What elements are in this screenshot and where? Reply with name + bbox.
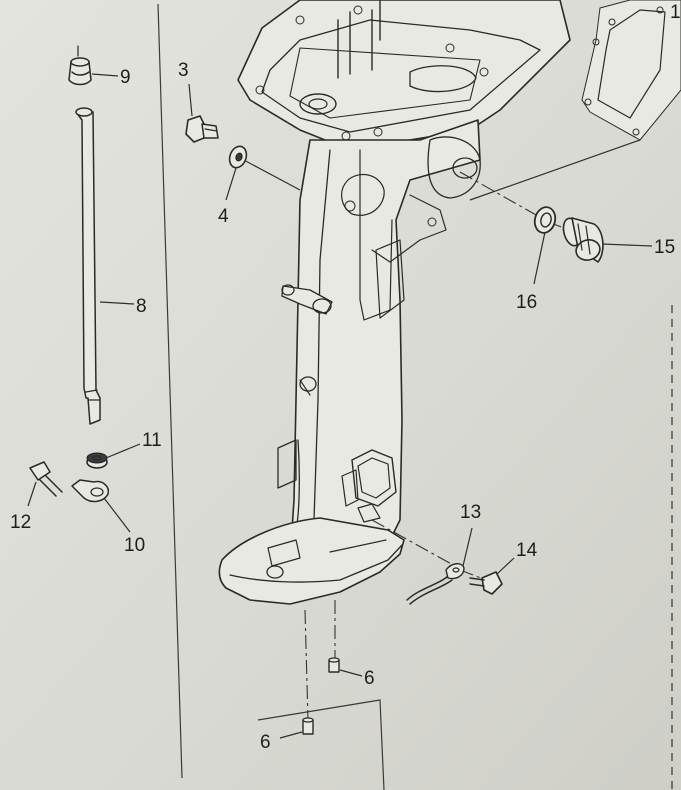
label-part-12: 12	[10, 512, 31, 533]
part-9-cap	[68, 57, 92, 86]
part-14-screw	[469, 571, 503, 595]
label-part-4: 4	[218, 206, 229, 227]
label-part-6-upper: 6	[364, 668, 375, 689]
label-part-14: 14	[516, 540, 538, 561]
part-12-bolt	[29, 461, 63, 497]
drive-shaft-housing	[218, 0, 571, 605]
label-part-8: 8	[136, 296, 147, 317]
label-part-10: 10	[124, 535, 145, 556]
part-6-pin-lower	[302, 717, 314, 735]
label-part-1: 1	[670, 2, 681, 23]
label-part-16: 16	[516, 292, 537, 313]
label-part-15: 15	[654, 237, 675, 258]
part-6-pin-upper	[328, 657, 340, 673]
gasket-top-right	[581, 0, 681, 141]
part-11-grommet	[86, 452, 108, 469]
leader-lines	[27, 73, 653, 739]
group-borders	[157, 3, 673, 790]
part-4-washer	[228, 145, 248, 169]
label-part-11: 11	[142, 430, 162, 451]
label-part-3: 3	[178, 60, 189, 81]
label-part-9: 9	[120, 67, 131, 88]
part-labels: 1 3 4 9 8 11 12 10 16 15 13 14 6 6	[10, 2, 681, 753]
part-13-wire	[406, 563, 465, 605]
label-part-6-lower: 6	[260, 732, 271, 753]
part-10-clamp	[71, 479, 110, 503]
label-part-13: 13	[460, 502, 481, 523]
part-15-plug	[562, 217, 604, 263]
part-16-seal	[533, 206, 557, 234]
part-8-tube	[75, 45, 101, 425]
part-3-bolt	[185, 115, 219, 143]
